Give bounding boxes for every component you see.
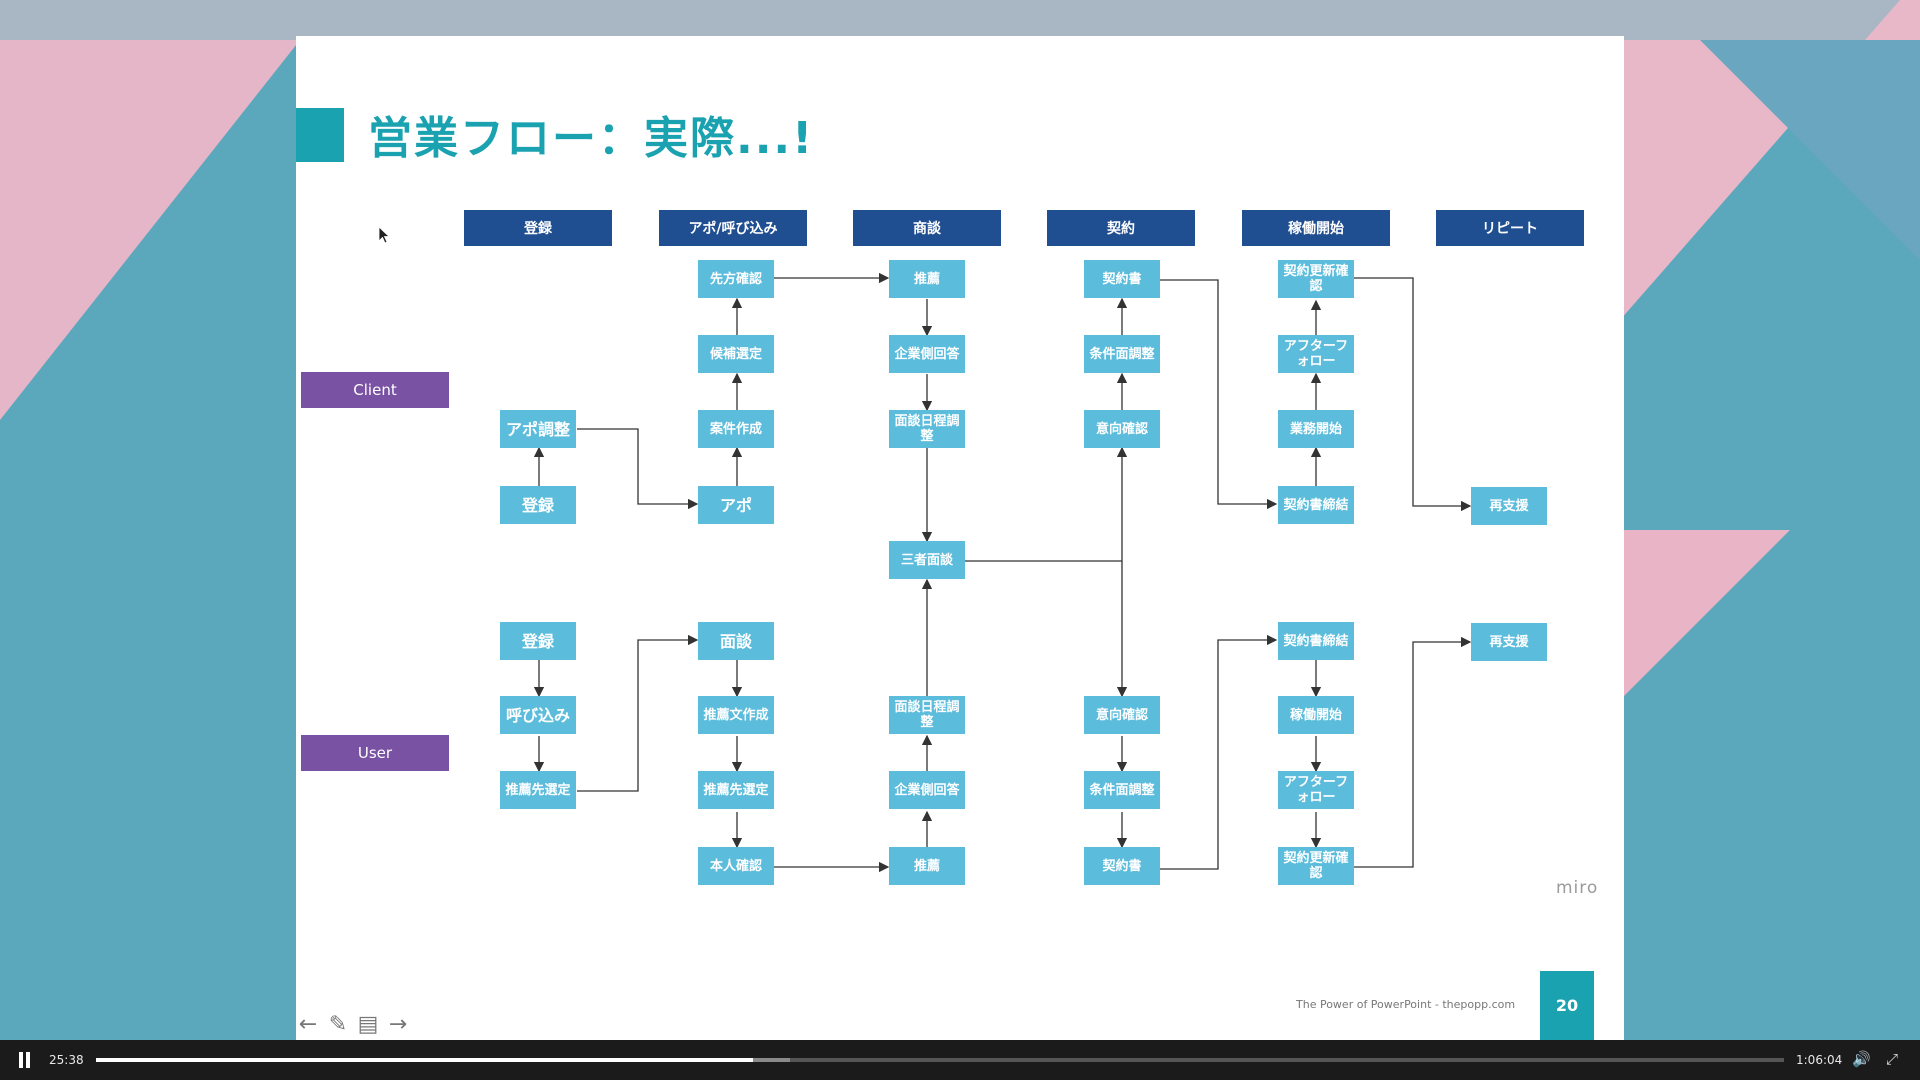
slide-navigation: ← ✎ ▤ →: [296, 1011, 410, 1037]
progress-bar[interactable]: [96, 1058, 1784, 1062]
role-label-user: User: [301, 735, 449, 771]
played-bar: [96, 1058, 753, 1062]
slide-title: 営業フロー：実際...!: [368, 113, 815, 164]
node-user-interview: 面談: [698, 622, 774, 660]
column-header-negotiation: 商談: [853, 210, 1001, 246]
title-accent-square: [296, 108, 344, 162]
node-client-confirm: 先方確認: [698, 260, 774, 298]
node-client-interview-schedule: 面談日程調整: [889, 410, 965, 448]
node-client-re-support: 再支援: [1471, 487, 1547, 525]
column-header-appointment: アポ/呼び込み: [659, 210, 807, 246]
column-header-contract: 契約: [1047, 210, 1195, 246]
node-client-after-follow: アフターフォロー: [1278, 335, 1354, 373]
node-three-party-meeting: 三者面談: [889, 541, 965, 579]
node-client-work-start: 業務開始: [1278, 410, 1354, 448]
node-client-company-answer: 企業側回答: [889, 335, 965, 373]
node-client-apo-adjust: アポ調整: [500, 410, 576, 448]
arrow-left-icon[interactable]: ←: [298, 1011, 318, 1037]
node-user-recommend-letter: 推薦文作成: [698, 696, 774, 734]
node-user-select-target-2: 推薦先選定: [698, 771, 774, 809]
pen-icon[interactable]: ✎: [328, 1011, 348, 1037]
node-user-invite: 呼び込み: [500, 696, 576, 734]
slide-footer: The Power of PowerPoint - thepopp.com: [1296, 998, 1516, 1011]
column-header-register: 登録: [464, 210, 612, 246]
node-client-terms: 条件面調整: [1084, 335, 1160, 373]
arrow-right-icon[interactable]: →: [388, 1011, 408, 1037]
role-label-client: Client: [301, 372, 449, 408]
node-user-select-target: 推薦先選定: [500, 771, 576, 809]
node-client-apo: アポ: [698, 486, 774, 524]
node-user-contract-signed: 契約書締結: [1278, 622, 1354, 660]
node-user-re-support: 再支援: [1471, 623, 1547, 661]
current-time: 25:38: [49, 1053, 84, 1067]
mouse-cursor-icon: [378, 226, 390, 244]
miro-watermark: miro: [1556, 878, 1599, 898]
video-controls: 25:38 1:06:04 🔊 ⤢: [0, 1040, 1920, 1080]
pause-icon[interactable]: [18, 1052, 32, 1068]
node-client-recommend: 推薦: [889, 260, 965, 298]
volume-icon[interactable]: 🔊: [1852, 1050, 1871, 1068]
column-header-operation-start: 稼働開始: [1242, 210, 1390, 246]
node-client-contract-signed: 契約書締結: [1278, 486, 1354, 524]
node-user-terms: 条件面調整: [1084, 771, 1160, 809]
node-user-after-follow: アフターフォロー: [1278, 771, 1354, 809]
node-user-identity-check: 本人確認: [698, 847, 774, 885]
node-user-company-answer: 企業側回答: [889, 771, 965, 809]
presentation-slide: 営業フロー：実際...! 登録 アポ/呼び込み 商談 契約 稼働開始 リピート …: [296, 36, 1624, 1040]
slides-icon[interactable]: ▤: [357, 1011, 379, 1037]
node-client-contract-doc: 契約書: [1084, 260, 1160, 298]
fullscreen-icon[interactable]: ⤢: [1886, 1050, 1899, 1068]
node-user-recommend: 推薦: [889, 847, 965, 885]
node-user-contract-doc: 契約書: [1084, 847, 1160, 885]
flow-connectors: [533, 272, 1472, 873]
node-client-renewal: 契約更新確認: [1278, 260, 1354, 298]
node-client-case-create: 案件作成: [698, 410, 774, 448]
page-number: 20: [1540, 971, 1594, 1040]
total-time: 1:06:04: [1796, 1053, 1843, 1067]
node-user-intent: 意向確認: [1084, 696, 1160, 734]
node-user-operation-start: 稼働開始: [1278, 696, 1354, 734]
column-header-repeat: リピート: [1436, 210, 1584, 246]
node-client-candidate: 候補選定: [698, 335, 774, 373]
node-user-interview-schedule: 面談日程調整: [889, 696, 965, 734]
node-client-intent: 意向確認: [1084, 410, 1160, 448]
node-user-register: 登録: [500, 622, 576, 660]
node-client-register: 登録: [500, 486, 576, 524]
node-user-renewal: 契約更新確認: [1278, 847, 1354, 885]
